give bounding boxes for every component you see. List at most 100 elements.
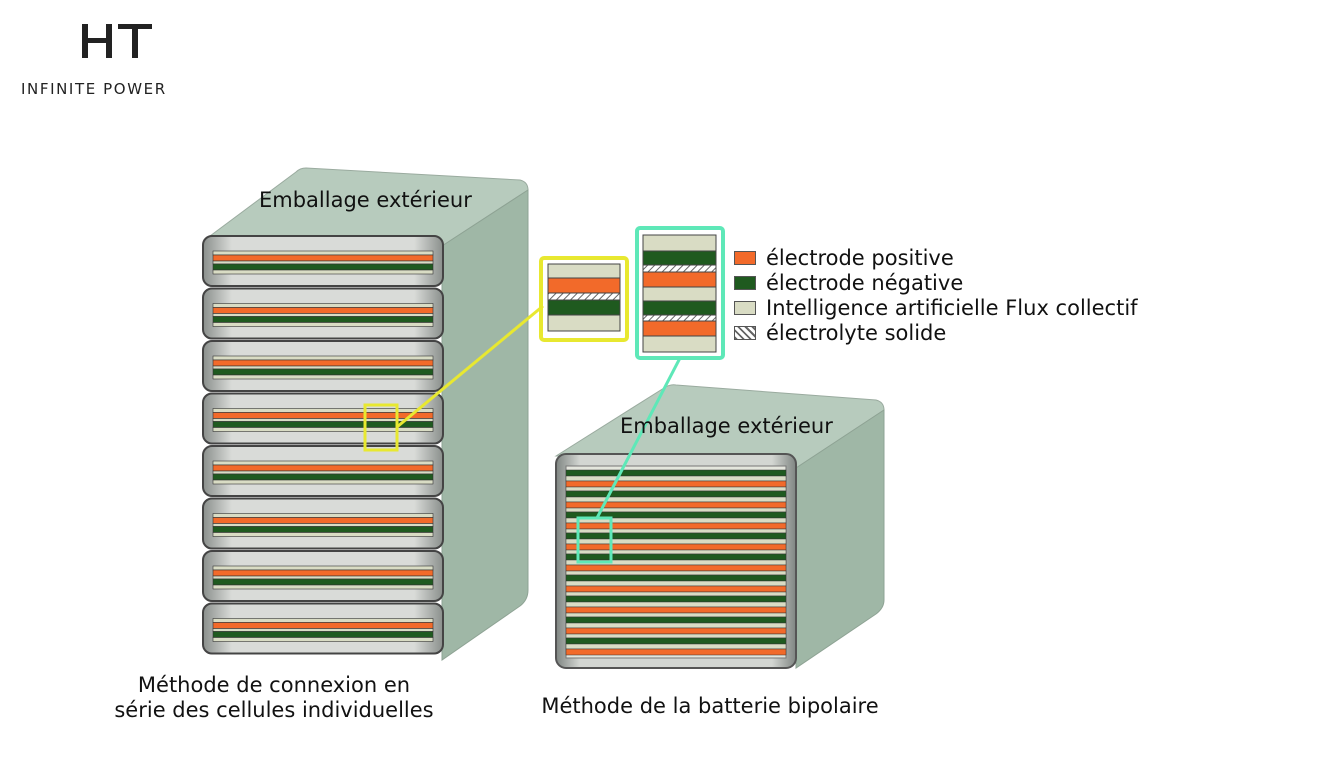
stack-cell-layer <box>212 513 434 518</box>
stack-cell-layer <box>212 618 434 623</box>
stack-cell-layer <box>212 359 434 367</box>
stack-cell <box>202 550 444 602</box>
yellow-connector-line <box>396 304 544 429</box>
stack-cell-layer <box>212 584 434 590</box>
block-layer <box>565 564 787 572</box>
block-layer <box>565 606 787 614</box>
block-side-face <box>795 409 885 669</box>
block-layer <box>565 522 787 530</box>
zoom-detail-bipolar <box>635 226 725 360</box>
stack-cell-layer <box>212 578 434 586</box>
right-caption: Méthode de la batterie bipolaire <box>541 694 879 718</box>
cyan-selection-box <box>576 516 613 564</box>
stack-cell-layer <box>212 365 434 370</box>
brand-tagline: INFINITE POWER <box>21 80 167 98</box>
stack-cell-layer <box>212 427 434 432</box>
yellow-selection-box <box>363 403 399 452</box>
stack-cell <box>202 235 444 287</box>
stack-cell-layer <box>212 254 434 262</box>
stack-cell-layer <box>212 569 434 577</box>
block-layer <box>565 490 787 498</box>
block-layer <box>565 532 787 540</box>
legend-swatch-negative <box>734 275 756 290</box>
brand-logo: INFINITE POWER <box>18 22 218 98</box>
legend-item-electrolyte: électrolyte solide <box>734 320 1138 345</box>
stack-cell-layer <box>212 575 434 580</box>
stack-side-face <box>441 189 529 661</box>
stack-cell-layer <box>212 418 434 422</box>
stack-cell-layer <box>212 464 434 472</box>
stack-cell-layer <box>212 313 434 317</box>
block-layer <box>565 538 787 545</box>
stack-cell-layer <box>212 250 434 256</box>
legend-swatch-electrolyte <box>734 325 756 340</box>
stack-cell-layer <box>212 526 434 533</box>
stack-cell-layer <box>212 374 434 380</box>
cyan-connector-line <box>595 357 682 519</box>
block-layer <box>565 637 787 645</box>
block-layer <box>565 622 787 629</box>
left-caption: Méthode de connexion en série des cellul… <box>84 673 464 723</box>
block-layer <box>565 643 787 650</box>
block-layer <box>565 616 787 624</box>
legend-item-negative: électrode négative <box>734 270 1138 295</box>
stack-cell-layer <box>212 517 434 524</box>
stack-top-face <box>208 167 529 247</box>
block-layer <box>565 580 787 587</box>
legend-swatch-positive <box>734 250 756 265</box>
block-layer <box>565 501 787 509</box>
stack-cell-layer <box>212 322 434 327</box>
stack-cell-layer <box>212 637 434 642</box>
stack-cell <box>202 340 444 392</box>
bipolar-block <box>554 384 885 669</box>
block-layer <box>565 648 787 656</box>
stack-cells <box>202 235 444 655</box>
stack-cell-layer <box>212 260 434 265</box>
block-layer <box>565 469 787 477</box>
series-cell-stack <box>202 167 529 661</box>
stack-cell-layer <box>212 355 434 361</box>
block-layer <box>565 633 787 639</box>
legend-swatch-collector <box>734 300 756 315</box>
legend-label-collector: Intelligence artificielle Flux collectif <box>766 295 1138 320</box>
block-layer <box>565 543 787 551</box>
block-layer <box>565 574 787 582</box>
stack-cell-layer <box>212 368 434 376</box>
block-layer <box>565 585 787 593</box>
stack-cell-layer <box>212 460 434 466</box>
stack-cell-layer <box>212 565 434 571</box>
legend-item-collector: Intelligence artificielle Flux collectif <box>734 295 1138 320</box>
stack-cell-layer <box>212 263 434 271</box>
block-layer <box>565 601 787 608</box>
stack-cell <box>202 287 444 340</box>
stack-cell-layer <box>212 622 434 629</box>
block-layer <box>565 480 787 488</box>
stack-cell-layer <box>212 470 434 475</box>
legend-label-negative: électrode négative <box>766 270 964 295</box>
stack-cell-layer <box>212 269 434 275</box>
stack-cell-layer <box>212 631 434 638</box>
block-layer <box>565 591 787 597</box>
block-layer <box>565 570 787 576</box>
stack-cell-layer <box>212 532 434 537</box>
legend: électrode positive électrode négative In… <box>734 245 1138 345</box>
stack-cell-layer <box>212 523 434 527</box>
block-layers <box>565 469 787 656</box>
block-layer <box>565 475 787 482</box>
left-caption-line-1: Méthode de connexion en <box>137 673 411 697</box>
ht-logo-icon <box>82 24 152 58</box>
left-packaging-label: Emballage extérieur <box>259 188 472 212</box>
stack-cell-layer <box>212 303 434 308</box>
zoom-detail-single-cell <box>539 256 629 342</box>
stack-cell <box>202 497 444 550</box>
block-layer <box>565 627 787 635</box>
block-layer <box>565 595 787 603</box>
stack-cell-layer <box>212 408 434 413</box>
legend-label-positive: électrode positive <box>766 245 954 270</box>
block-layer <box>565 528 787 534</box>
block-layer <box>565 496 787 503</box>
block-layer <box>565 553 787 561</box>
block-layer <box>565 486 787 492</box>
block-layer <box>565 549 787 555</box>
